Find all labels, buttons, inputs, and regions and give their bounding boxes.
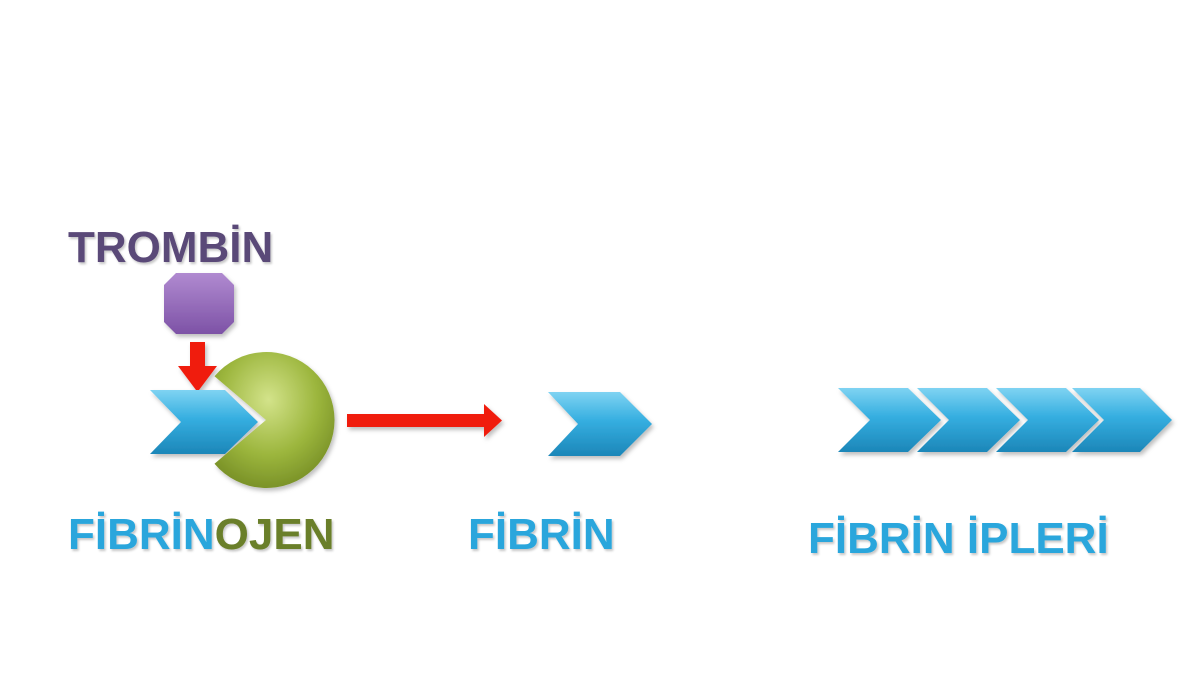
fibrin-strand-chevron-icon: [996, 388, 1099, 452]
trombin-action-arrow: [178, 342, 217, 392]
fibrinojen-label-part2: OJEN: [215, 510, 335, 559]
fibrin-strand: [838, 388, 1172, 452]
fibrin-chevron-icon: [548, 392, 652, 456]
fibrin-strand-chevron-icon: [1072, 388, 1172, 452]
trombin-octagon-icon: [164, 273, 234, 334]
fibrinojen-label-part1: FİBRİN: [68, 510, 215, 559]
fibrin-strand-chevron-icon: [838, 388, 941, 452]
fibrinojen-label: FİBRİNOJEN: [68, 510, 334, 559]
fibrinojen-chevron-icon: [150, 390, 258, 454]
fibrin-ipleri-label: FİBRİN İPLERİ: [808, 514, 1109, 563]
trombin-label: TROMBİN: [68, 223, 273, 272]
fibrin-label: FİBRİN: [468, 510, 615, 559]
conversion-arrow: [347, 404, 502, 437]
fibrinojen-pacman-icon: [214, 352, 335, 488]
fibrin-strand-chevron-icon: [917, 388, 1020, 452]
